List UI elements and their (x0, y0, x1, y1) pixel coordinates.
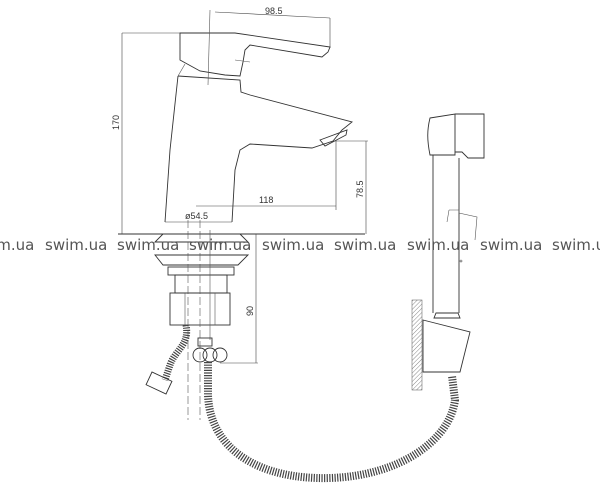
watermark: swim.ua (262, 236, 325, 254)
watermark: swim.ua (334, 236, 397, 254)
dimension-lines (121, 11, 368, 364)
dim-spout-reach: 118 (259, 195, 273, 205)
dim-base-diameter: ø54.5 (185, 211, 208, 221)
watermark: swim.ua (189, 236, 252, 254)
dim-spout-height: 78.5 (355, 180, 365, 198)
dim-under-mount: 90 (245, 306, 255, 316)
wall-hatch (411, 299, 423, 391)
supply-hose (145, 324, 191, 395)
watermark: swim.ua (407, 236, 470, 254)
watermark: swim.ua (552, 236, 600, 254)
dim-total-height: 170 (111, 115, 121, 130)
shower-hose (204, 362, 460, 483)
watermark: swim.ua (0, 236, 35, 254)
dim-lever-length: 98.5 (265, 6, 283, 16)
faucet-body (164, 9, 353, 223)
hex-nut (192, 337, 228, 363)
base-mount (153, 220, 250, 420)
watermark: swim.ua (480, 236, 543, 254)
watermark: swim.ua (45, 236, 108, 254)
watermark: swim.ua (117, 236, 180, 254)
hand-shower (411, 113, 485, 391)
